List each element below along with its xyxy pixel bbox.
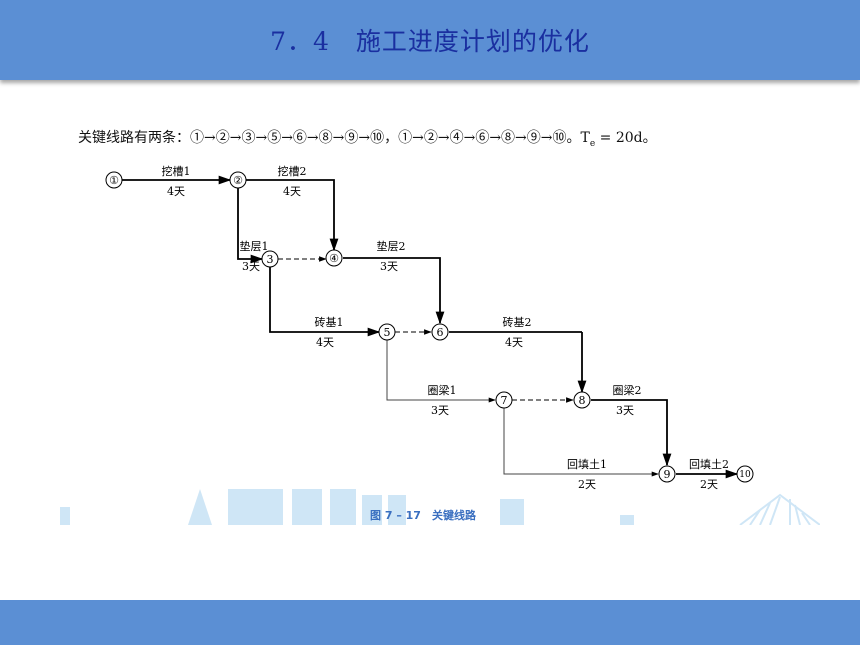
activity-name: 垫层2	[377, 239, 406, 253]
te-subscript: e	[589, 138, 596, 149]
activity-duration: 3天	[242, 260, 260, 273]
header-bar	[0, 0, 860, 80]
activity-name: 圈梁1	[428, 383, 457, 397]
node-8: 8	[579, 394, 586, 407]
te-value: = 20d。	[595, 130, 657, 146]
activity-name: 回填土1	[567, 457, 607, 471]
critical-path-1: ①→②→③→⑤→⑥→⑧→⑨→⑩	[190, 130, 385, 146]
activity-duration: 3天	[380, 260, 398, 273]
activity-name: 挖槽2	[278, 164, 307, 178]
activity-duration: 4天	[316, 336, 334, 349]
critical-path-2: ①→②→④→⑥→⑧→⑨→⑩	[398, 130, 567, 146]
node-1: ①	[109, 174, 119, 187]
te-label: 。T	[566, 130, 590, 146]
arrow-2-3	[237, 188, 264, 264]
activity-name: 垫层1	[240, 239, 269, 253]
figure-caption: 图 7 – 17 关键线路	[370, 509, 476, 522]
activity-duration: 4天	[505, 336, 523, 349]
node-6: 6	[437, 326, 444, 339]
activity-name: 砖基2	[503, 315, 532, 329]
activity-duration: 3天	[431, 404, 449, 417]
node-10: 10	[739, 470, 751, 480]
activity-name: 砖基1	[315, 315, 344, 329]
footer-bar	[0, 600, 860, 645]
node-2: ②	[233, 174, 243, 187]
page-title: 7．4 施工进度计划的优化	[270, 27, 590, 56]
arrow-5-7	[386, 340, 496, 403]
node-5: 5	[384, 326, 391, 339]
arrow-4-6	[343, 257, 445, 325]
watermark-graphic	[60, 489, 820, 525]
arrow-3-5	[269, 267, 381, 337]
arrow-8-9	[591, 399, 672, 467]
node-4: ④	[329, 252, 339, 265]
activity-duration: 4天	[283, 185, 301, 198]
critical-path-prefix: 关键线路有两条：	[78, 130, 190, 146]
activity-duration: 2天	[700, 478, 718, 491]
activity-duration: 4天	[167, 185, 185, 198]
node-3: 3	[267, 253, 274, 266]
activity-name: 挖槽1	[162, 164, 191, 178]
activity-name: 回填土2	[689, 457, 729, 471]
node-7: 7	[501, 394, 508, 407]
arrow-7-9	[503, 408, 659, 477]
critical-path-text: 关键线路有两条：①→②→③→⑤→⑥→⑧→⑨→⑩，①→②→④→⑥→⑧→⑨→⑩。Te…	[78, 127, 657, 149]
arrow-2-4	[246, 179, 339, 252]
network-diagram: ① ② 3 ④ 5 6 7 8 9 10 挖槽1 4天 挖槽2 4天 垫层1 3…	[105, 164, 754, 491]
node-9: 9	[664, 468, 671, 481]
activity-name: 圈梁2	[613, 383, 642, 397]
activity-duration: 2天	[578, 478, 596, 491]
activity-duration: 3天	[616, 404, 634, 417]
critical-path-sep: ，	[384, 130, 399, 146]
